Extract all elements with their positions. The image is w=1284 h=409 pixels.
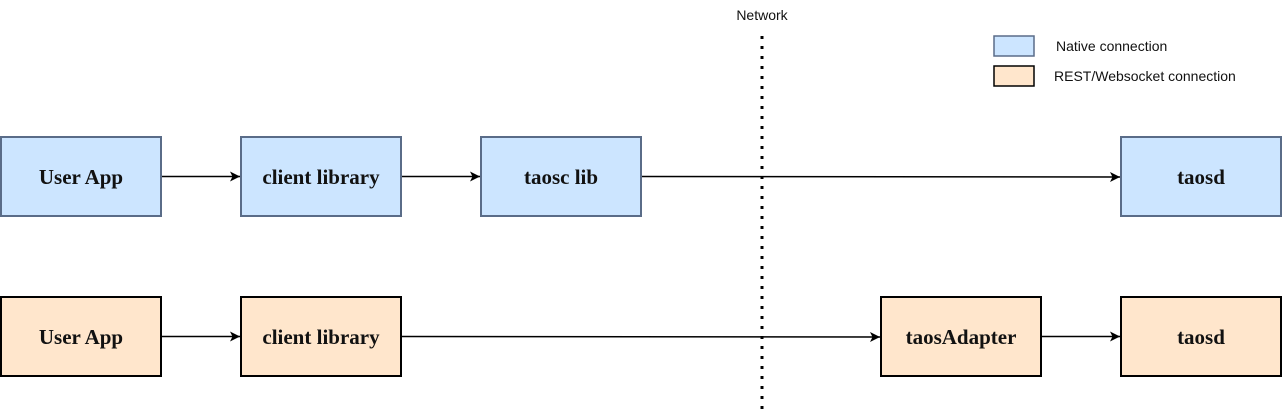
legend-rest-swatch — [993, 65, 1035, 87]
native-row: User App client library taosc lib taosd — [0, 136, 1282, 217]
legend-native-swatch — [993, 35, 1035, 57]
native-node-client-library: client library — [240, 136, 402, 217]
native-node-taosc-lib-label: taosc lib — [524, 165, 598, 189]
rest-node-taosd: taosd — [1120, 296, 1282, 377]
rest-node-user-app: User App — [0, 296, 162, 377]
rest-node-taosd-label: taosd — [1177, 325, 1225, 349]
rest-row: User App client library taosAdapter taos… — [0, 296, 1282, 377]
network-label: Network — [736, 7, 788, 23]
native-node-taosd: taosd — [1120, 136, 1282, 217]
rest-edge-client-library-to-taosadapter — [401, 331, 881, 342]
native-edge-taosc-lib-to-taosd — [641, 171, 1121, 182]
native-node-client-library-label: client library — [262, 165, 380, 189]
native-node-user-app-label: User App — [39, 165, 123, 189]
native-node-user-app: User App — [0, 136, 162, 217]
rest-node-taosadapter-label: taosAdapter — [906, 325, 1017, 349]
native-node-taosc-lib: taosc lib — [480, 136, 642, 217]
native-node-taosd-label: taosd — [1177, 165, 1225, 189]
rest-node-user-app-label: User App — [39, 325, 123, 349]
legend-rest-label: REST/Websocket connection — [1054, 68, 1236, 84]
rest-node-client-library-label: client library — [262, 325, 380, 349]
legend-native-label: Native connection — [1056, 38, 1167, 54]
rest-node-client-library: client library — [240, 296, 402, 377]
rest-node-taosadapter: taosAdapter — [880, 296, 1042, 377]
legend: Native connection REST/Websocket connect… — [993, 35, 1236, 87]
